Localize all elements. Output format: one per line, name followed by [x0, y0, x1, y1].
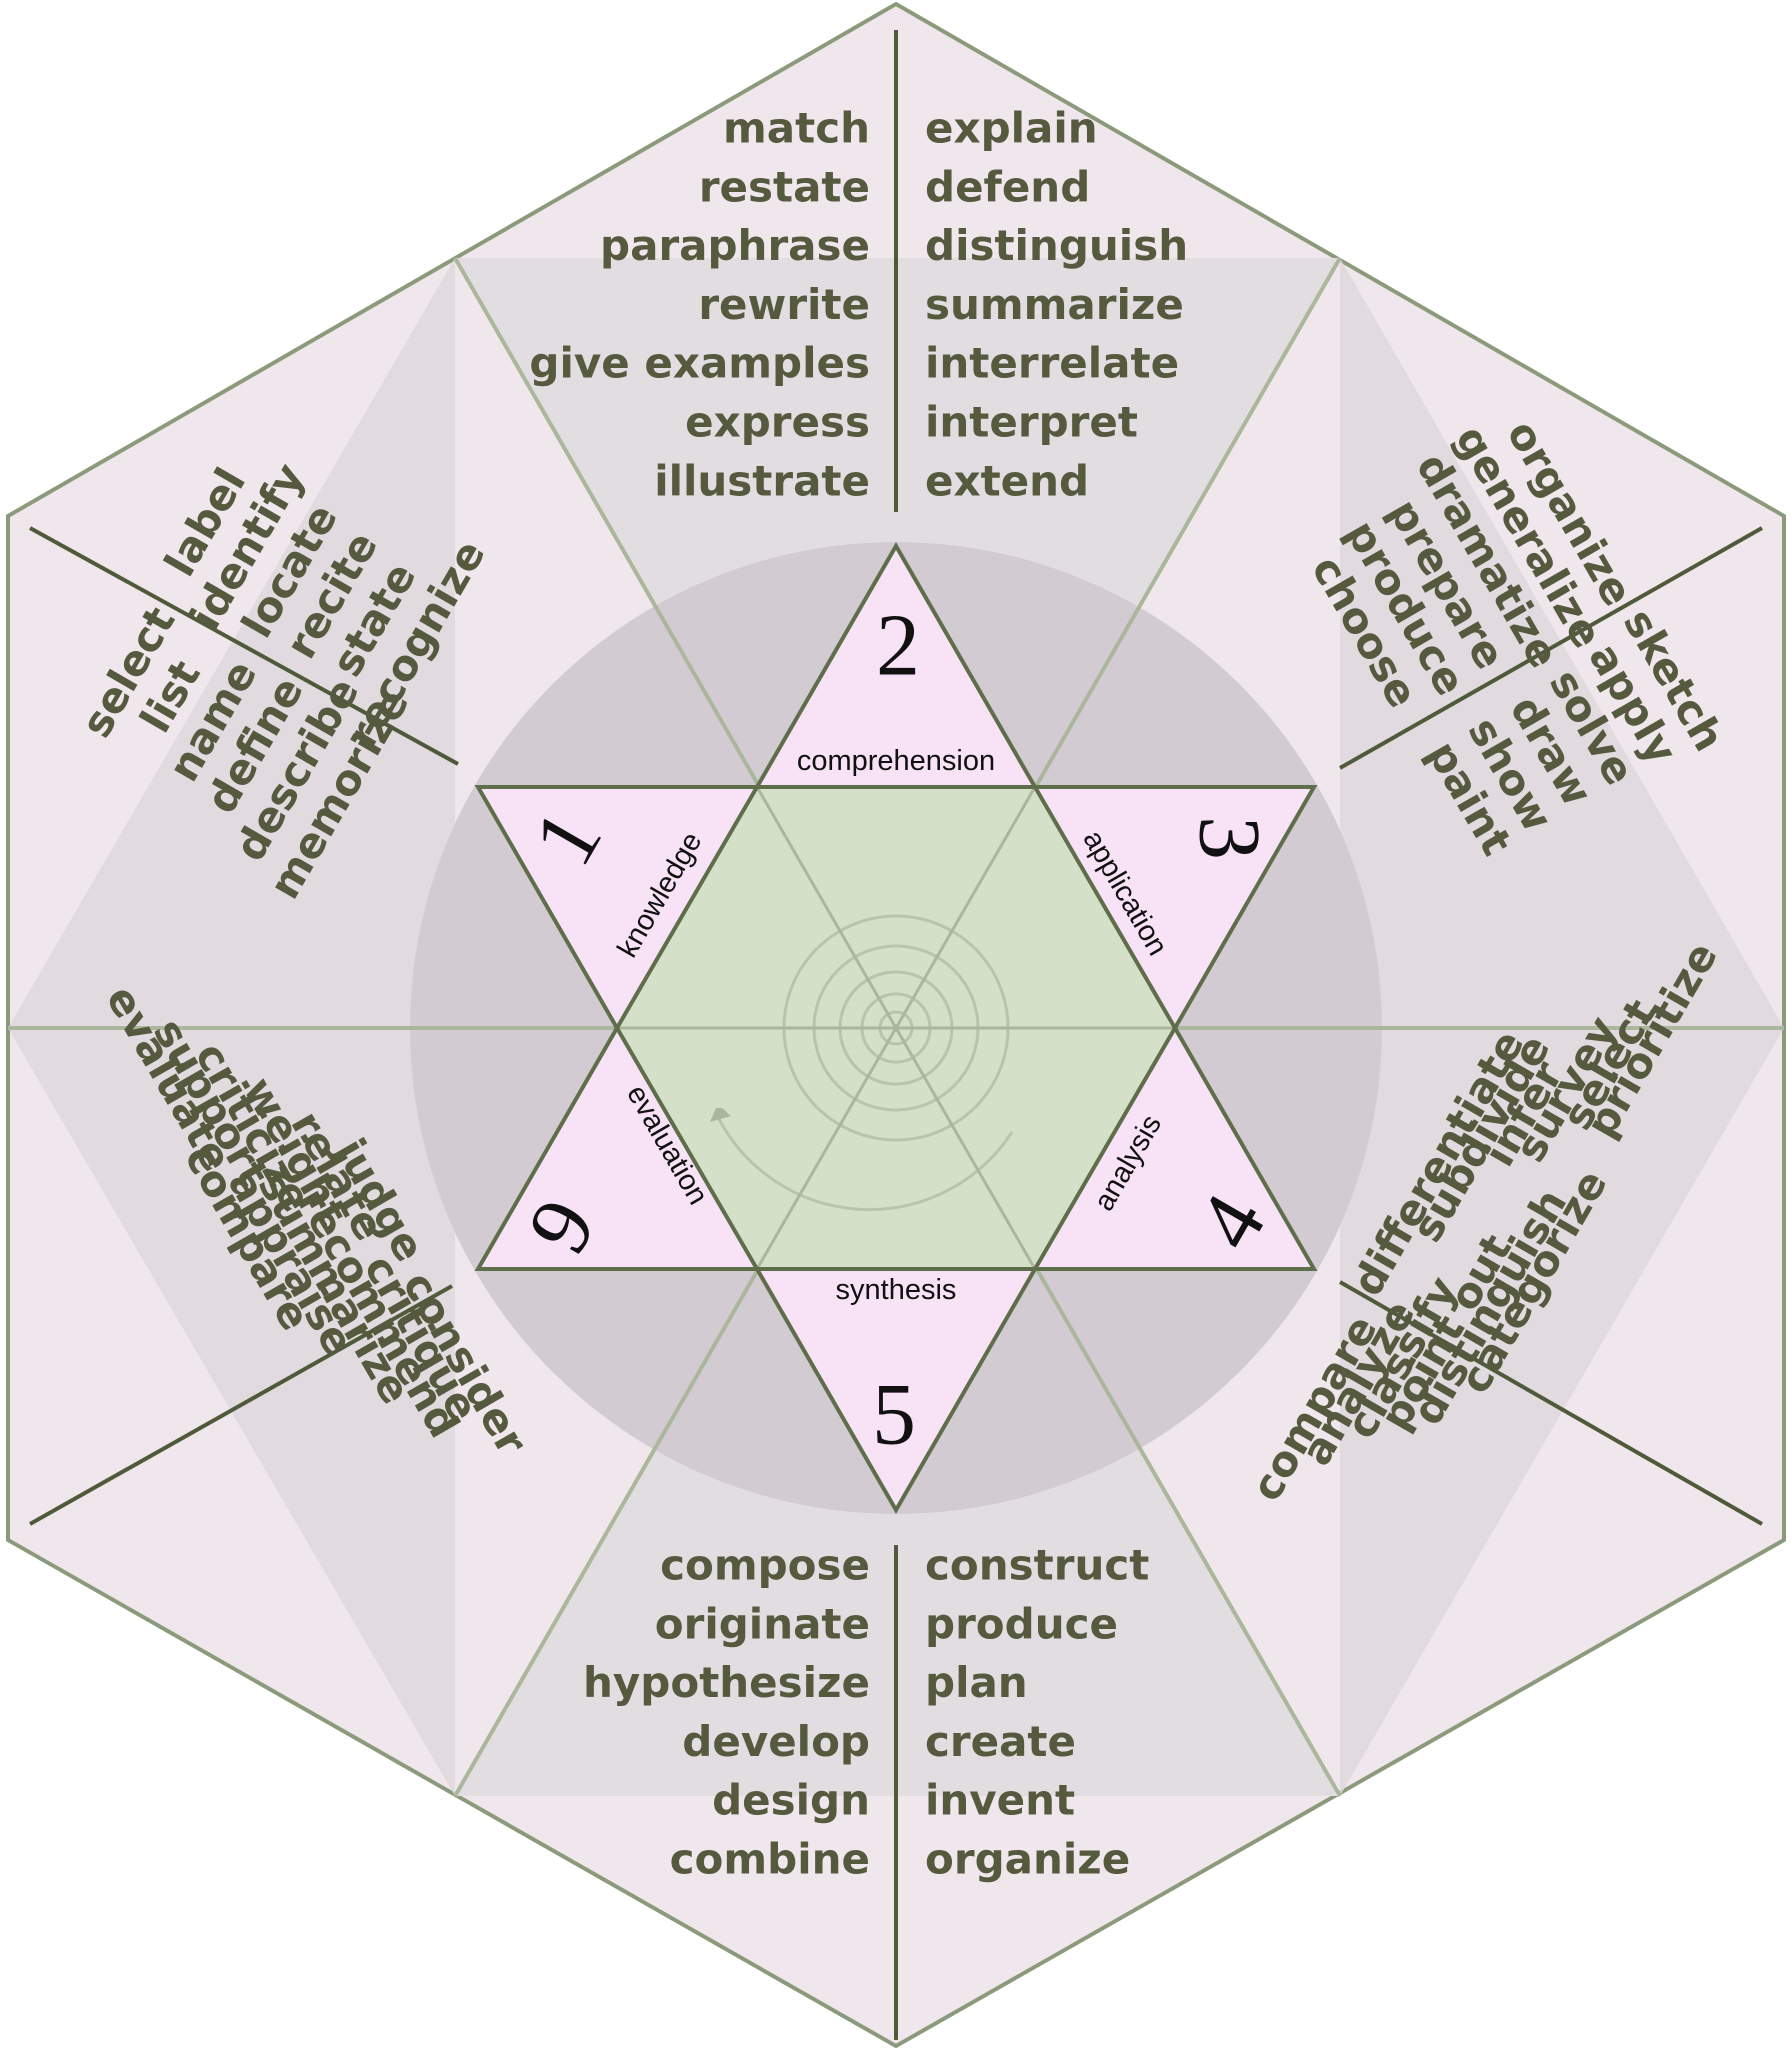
- verb-item: illustrate: [654, 456, 870, 505]
- verb-item: hypothesize: [583, 1658, 870, 1707]
- verb-item: explain: [925, 104, 1098, 153]
- verb-item: express: [685, 398, 870, 447]
- spiral-arrowhead-icon: [710, 1108, 731, 1122]
- verb-item: interpret: [925, 398, 1138, 447]
- star-triangles: [474, 541, 1318, 1515]
- triangle-number-2: 2: [876, 598, 920, 695]
- verb-item: rewrite: [698, 280, 870, 329]
- verb-item: restate: [699, 162, 870, 211]
- verb-item: compose: [660, 1541, 870, 1590]
- verb-item: give examples: [529, 339, 870, 388]
- verb-item: defend: [925, 162, 1090, 211]
- star-spokes: [617, 786, 1175, 1270]
- verb-item: summarize: [925, 280, 1184, 329]
- verb-item: organize: [925, 1835, 1130, 1884]
- verb-item: paraphrase: [600, 221, 870, 270]
- verb-item: interrelate: [925, 339, 1179, 388]
- verb-item: distinguish: [925, 221, 1188, 270]
- verb-item: plan: [925, 1658, 1028, 1707]
- verb-item: extend: [925, 456, 1089, 505]
- verb-group-bottom-left: compose originate hypothesize develop design…: [583, 1541, 870, 1884]
- verb-group-top-right: explain defend distinguish summarize interre…: [925, 104, 1188, 506]
- triangle-1: [474, 785, 761, 1032]
- verb-item: combine: [670, 1835, 870, 1884]
- triangle-label-2: comprehension: [797, 745, 995, 777]
- triangle-3: [1031, 785, 1318, 1032]
- triangle-number-3: 3: [1181, 816, 1278, 860]
- triangle-label-5: synthesis: [836, 1274, 957, 1306]
- triangle-5: [753, 1267, 1039, 1515]
- triangle-6: [474, 1024, 761, 1271]
- verb-group-top-left: match restate paraphrase rewrite give exampl…: [529, 104, 870, 506]
- verb-group-bottom-right: construct produce plan create invent organize: [925, 1541, 1149, 1884]
- verb-item: invent: [925, 1776, 1075, 1825]
- triangle-2: [753, 541, 1039, 789]
- verb-item: create: [925, 1717, 1076, 1766]
- triangle-number-5: 5: [872, 1367, 916, 1464]
- verb-item: produce: [925, 1599, 1118, 1648]
- triangle-4: [1031, 1024, 1318, 1271]
- verb-item: originate: [655, 1599, 870, 1648]
- section-dividers: [29, 30, 1763, 2040]
- verb-item: construct: [925, 1541, 1149, 1590]
- verb-item: develop: [682, 1717, 870, 1766]
- verb-item: design: [712, 1776, 870, 1825]
- verb-item: match: [723, 104, 870, 153]
